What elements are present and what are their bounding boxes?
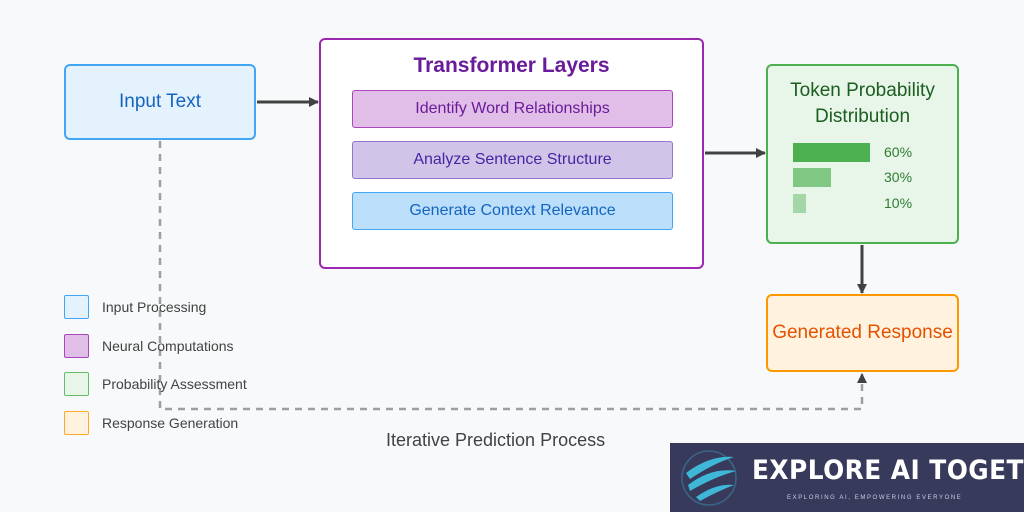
- legend-swatch: [64, 295, 89, 319]
- layer-label: Generate Context Relevance: [409, 202, 616, 219]
- edge-iterative-loop: [158, 141, 867, 411]
- probability-title: Token Probability Distribution: [768, 78, 957, 130]
- legend-label: Neural Computations: [102, 338, 234, 354]
- node-input-text: Input Text: [64, 64, 256, 140]
- probability-bar-label: 30%: [884, 169, 913, 185]
- banner-subtitle: EXPLORING AI, EMPOWERING EVERYONE: [787, 495, 963, 501]
- probability-bar-60: [793, 143, 870, 162]
- transformer-title: Transformer Layers: [413, 54, 610, 77]
- node-token-probability: Token Probability Distribution 60% 30% 1…: [766, 64, 959, 244]
- banner-title: EXPLORE AI TOGETHER: [752, 455, 1024, 486]
- legend-item-response-generation: Response Generation: [64, 410, 238, 436]
- layer-label: Identify Word Relationships: [415, 100, 610, 117]
- node-input-text-label: Input Text: [118, 91, 202, 112]
- node-generated-response-label: Generated Response: [772, 322, 953, 343]
- legend-swatch: [64, 334, 89, 358]
- probability-title-line2: Distribution: [814, 106, 911, 127]
- legend-item-probability-assessment: Probability Assessment: [64, 371, 247, 397]
- legend-label: Input Processing: [102, 299, 207, 315]
- legend-swatch: [64, 372, 89, 396]
- explore-ai-banner: EXPLORE AI TOGETHER EXPLORING AI, EMPOWE…: [670, 443, 1024, 512]
- legend-item-input-processing: Input Processing: [64, 294, 206, 320]
- node-generated-response: Generated Response: [766, 294, 959, 372]
- probability-bar-10: [793, 194, 806, 213]
- layer-analyze-sentence-structure: Analyze Sentence Structure: [352, 141, 673, 179]
- probability-bar-30: [793, 168, 832, 187]
- layer-generate-context-relevance: Generate Context Relevance: [352, 192, 673, 230]
- streak-globe-icon: [681, 450, 737, 506]
- layer-identify-word-relationships: Identify Word Relationships: [352, 90, 673, 128]
- probability-bar-label: 10%: [884, 195, 913, 211]
- legend-item-neural-computations: Neural Computations: [64, 333, 234, 359]
- probability-title-line1: Token Probability: [790, 80, 935, 101]
- legend-label: Response Generation: [102, 415, 239, 431]
- node-transformer-layers: Transformer Layers Identify Word Relatio…: [319, 38, 704, 269]
- iterative-loop-label: Iterative Prediction Process: [386, 430, 606, 450]
- legend-label: Probability Assessment: [102, 376, 247, 392]
- legend-swatch: [64, 411, 89, 435]
- layer-label: Analyze Sentence Structure: [413, 151, 612, 168]
- probability-bar-label: 60%: [884, 144, 913, 160]
